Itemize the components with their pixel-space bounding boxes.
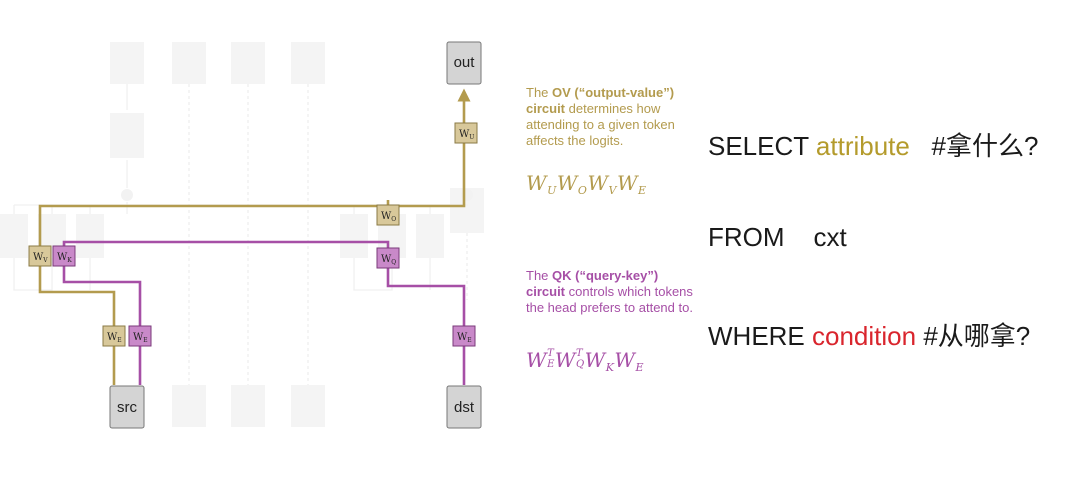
out-node: out	[446, 41, 482, 85]
qk-formula-sub-k: K	[605, 361, 615, 374]
qk-formula-sub-e1: E	[547, 359, 555, 370]
qk-circuit-path	[62, 240, 466, 385]
wu-weight-box: WU	[454, 122, 478, 144]
sql-from-keyword: FROM	[708, 222, 785, 252]
wv-label: WV	[33, 252, 48, 264]
src-node: src	[109, 385, 145, 429]
qk-formula-sub-e2: E	[635, 361, 645, 374]
wk-label: WK	[57, 252, 72, 264]
qk-description: The QK (“query-key”) circuit controls wh…	[526, 268, 693, 315]
attention-circuit-diagram: out src dst WU WO WV WK WQ WE WE WE	[0, 41, 484, 429]
wo-weight-box: WO	[376, 204, 400, 226]
we-label: WE	[457, 332, 472, 344]
sql-where-line: WHERE condition #从哪拿?	[708, 316, 1030, 353]
sql-from-field: cxt	[813, 222, 847, 252]
wo-label: WO	[381, 211, 396, 223]
qk-formula-sub-q: Q	[575, 359, 585, 370]
qk-formula-sup-2: T	[575, 348, 584, 359]
sql-where-keyword: WHERE	[708, 321, 805, 351]
we-src-ov-weight-box: WE	[102, 325, 126, 347]
sql-select-line: SELECT attribute #拿什么?	[708, 126, 1038, 163]
we-src-qk-weight-box: WE	[128, 325, 152, 347]
ov-formula-sub-o: O	[577, 184, 588, 197]
ov-formula: WUWOWVWE	[526, 171, 647, 197]
sql-where-comment: #从哪拿?	[923, 321, 1031, 351]
we-label: WE	[107, 332, 122, 344]
sql-from-line: FROM cxt	[708, 222, 847, 253]
ov-formula-sub-e: E	[638, 184, 647, 197]
wk-weight-box: WK	[52, 245, 76, 267]
wu-label: WU	[459, 129, 474, 141]
ov-formula-sub-u: U	[547, 184, 557, 197]
sql-select-comment: #拿什么?	[931, 131, 1039, 161]
qk-formula-sup-1: T	[547, 348, 555, 359]
we-dst-qk-weight-box: WE	[452, 325, 476, 347]
src-label: src	[117, 399, 137, 416]
background-token-columns	[0, 42, 484, 427]
wq-weight-box: WQ	[376, 247, 400, 269]
ov-formula-sub-v: V	[608, 184, 617, 197]
out-label: out	[454, 54, 476, 71]
sql-select-keyword: SELECT	[708, 131, 809, 161]
sql-select-field: attribute	[815, 131, 910, 161]
dst-label: dst	[454, 399, 475, 416]
ov-description: The OV (“output-value”) circuit determin…	[526, 85, 675, 148]
wv-weight-box: WV	[28, 245, 52, 267]
sql-where-field: condition	[812, 321, 917, 351]
wq-label: WQ	[381, 254, 396, 266]
we-label: WE	[133, 332, 148, 344]
dst-node: dst	[446, 385, 482, 429]
